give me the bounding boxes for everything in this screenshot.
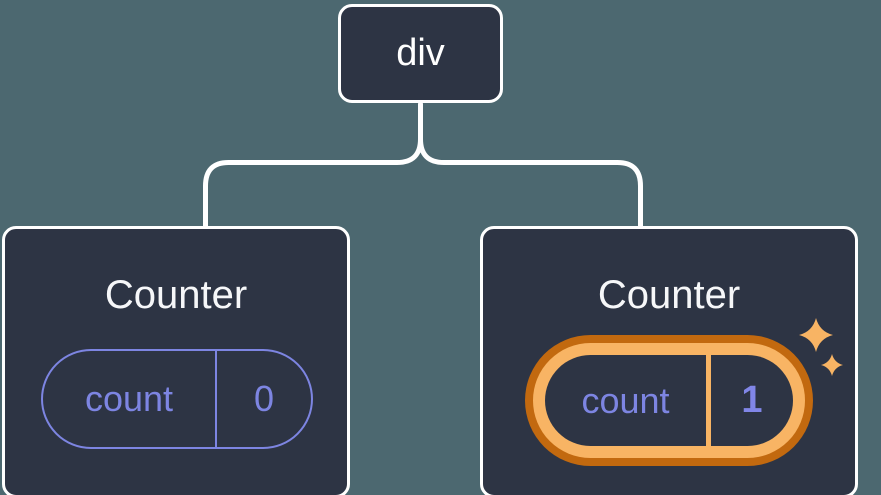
- state-highlight-ring-inner: count 1: [533, 343, 805, 458]
- counter-title: Counter: [597, 273, 741, 317]
- state-name: count: [84, 378, 174, 419]
- counter-card-right: Counter count 1: [480, 226, 858, 495]
- state-pill: count 0: [41, 349, 313, 449]
- pill-divider: [215, 351, 217, 447]
- pill-divider: [706, 355, 711, 446]
- state-value: 1: [741, 379, 763, 421]
- state-highlight-ring-outer: count 1: [525, 335, 813, 466]
- counter-title: Counter: [104, 273, 248, 317]
- state-pill-highlighted: count 1: [545, 355, 793, 446]
- root-node-div: div: [338, 4, 503, 103]
- state-name: count: [581, 379, 670, 421]
- connector-right-branch: [418, 136, 643, 229]
- root-node-label: div: [396, 32, 445, 74]
- state-value: 0: [253, 378, 275, 419]
- counter-card-left: Counter count 0: [2, 226, 350, 495]
- connector-left-branch: [203, 136, 423, 229]
